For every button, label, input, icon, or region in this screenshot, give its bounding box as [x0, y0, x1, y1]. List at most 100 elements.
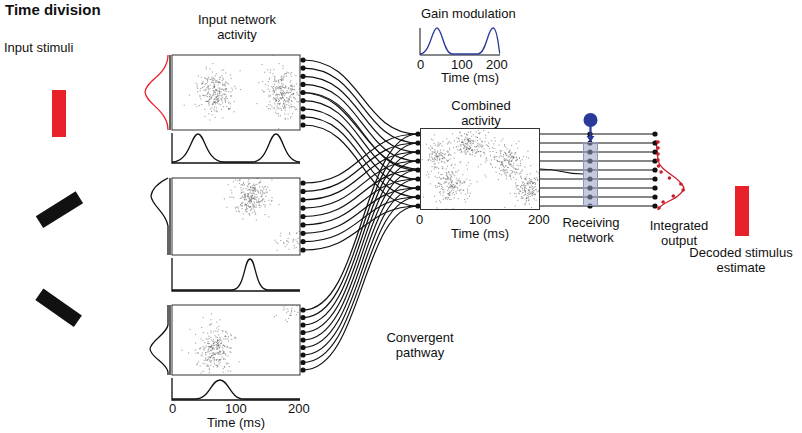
spike-dot — [503, 154, 504, 155]
spike-dot — [230, 371, 231, 372]
spike-dot — [213, 102, 214, 103]
spike-dot — [285, 107, 286, 108]
spike-dot — [526, 188, 527, 189]
spike-dot — [251, 201, 252, 202]
spike-dot — [210, 347, 211, 348]
spike-dot — [225, 88, 226, 89]
spike-dot — [219, 351, 220, 352]
spike-dot — [209, 361, 210, 362]
spike-dot — [524, 188, 525, 189]
spike-dot — [222, 85, 223, 86]
spike-dot — [228, 91, 229, 92]
spike-dot — [238, 211, 239, 212]
spike-dot — [449, 195, 450, 196]
spike-dot — [476, 146, 477, 147]
spike-dot — [468, 132, 469, 133]
spike-dot — [513, 167, 514, 168]
spike-dot — [522, 182, 523, 183]
spike-dot — [525, 186, 526, 187]
spike-dot — [436, 156, 437, 157]
spike-dot — [211, 78, 212, 79]
spike-dot — [281, 88, 282, 89]
spike-dot — [440, 152, 441, 153]
spike-dot — [510, 154, 511, 155]
spike-dot — [216, 342, 217, 343]
spike-dot — [235, 88, 236, 89]
spike-dot — [213, 91, 214, 92]
spike-dot — [525, 191, 526, 192]
spike-dot — [214, 101, 215, 102]
spike-dot — [205, 90, 206, 91]
spike-dot — [286, 92, 287, 93]
spike-dot — [528, 183, 529, 184]
spike-dot — [511, 179, 512, 180]
spike-dot — [242, 203, 243, 204]
spike-dot — [517, 200, 518, 201]
spike-dot — [230, 103, 231, 104]
spike-dot — [222, 80, 223, 81]
spike-dot — [277, 88, 278, 89]
spike-dot — [276, 100, 277, 101]
spike-dot — [434, 134, 435, 135]
spike-dot — [274, 76, 275, 77]
spike-dot — [216, 328, 217, 329]
spike-dot — [509, 163, 510, 164]
spike-dot — [454, 152, 455, 153]
spike-dot — [202, 83, 203, 84]
spike-dot — [230, 334, 231, 335]
spike-dot — [195, 83, 196, 84]
spike-dot — [217, 89, 218, 90]
spike-dot — [528, 158, 529, 159]
spike-dot — [219, 90, 220, 91]
spike-dot — [478, 133, 479, 134]
spike-dot — [486, 144, 487, 145]
spike-dot — [240, 198, 241, 199]
spike-dot — [219, 337, 220, 338]
spike-dot — [204, 116, 205, 117]
spike-dot — [219, 345, 220, 346]
spike-dot — [204, 95, 205, 96]
spike-dot — [206, 87, 207, 88]
spike-dot — [216, 90, 217, 91]
spike-dot — [501, 162, 502, 163]
spike-dot — [502, 161, 503, 162]
spike-dot — [515, 185, 516, 186]
spike-dot — [278, 82, 279, 83]
spike-dot — [422, 159, 423, 160]
spike-dot — [226, 96, 227, 97]
spike-dot — [216, 348, 217, 349]
spike-dot — [451, 182, 452, 183]
spike-dot — [450, 180, 451, 181]
spike-dot — [246, 208, 247, 209]
spike-dot — [460, 149, 461, 150]
spike-dot — [284, 309, 285, 310]
spike-dot — [277, 96, 278, 97]
spike-dot — [288, 105, 289, 106]
spike-dot — [211, 349, 212, 350]
spike-dot — [510, 175, 511, 176]
spike-dot — [477, 151, 478, 152]
spike-dot — [231, 196, 232, 197]
output-dot — [300, 206, 305, 211]
spike-dot — [469, 146, 470, 147]
spike-dot — [213, 343, 214, 344]
spike-dot — [210, 356, 211, 357]
spike-dot — [484, 141, 485, 142]
spike-dot — [270, 72, 271, 73]
spike-dot — [222, 117, 223, 118]
spike-dot — [280, 79, 281, 80]
spike-dot — [231, 347, 232, 348]
spike-dot — [273, 97, 274, 98]
spike-dot — [221, 98, 222, 99]
spike-dot — [289, 99, 290, 100]
spike-dot — [467, 143, 468, 144]
spike-dot — [450, 192, 451, 193]
spike-dot — [245, 196, 246, 197]
spike-dot — [219, 347, 220, 348]
spike-dot — [277, 107, 278, 108]
spike-dot — [440, 155, 441, 156]
spike-dot — [204, 363, 205, 364]
spike-dot — [452, 186, 453, 187]
spike-dot — [497, 161, 498, 162]
spike-dot — [228, 102, 229, 103]
